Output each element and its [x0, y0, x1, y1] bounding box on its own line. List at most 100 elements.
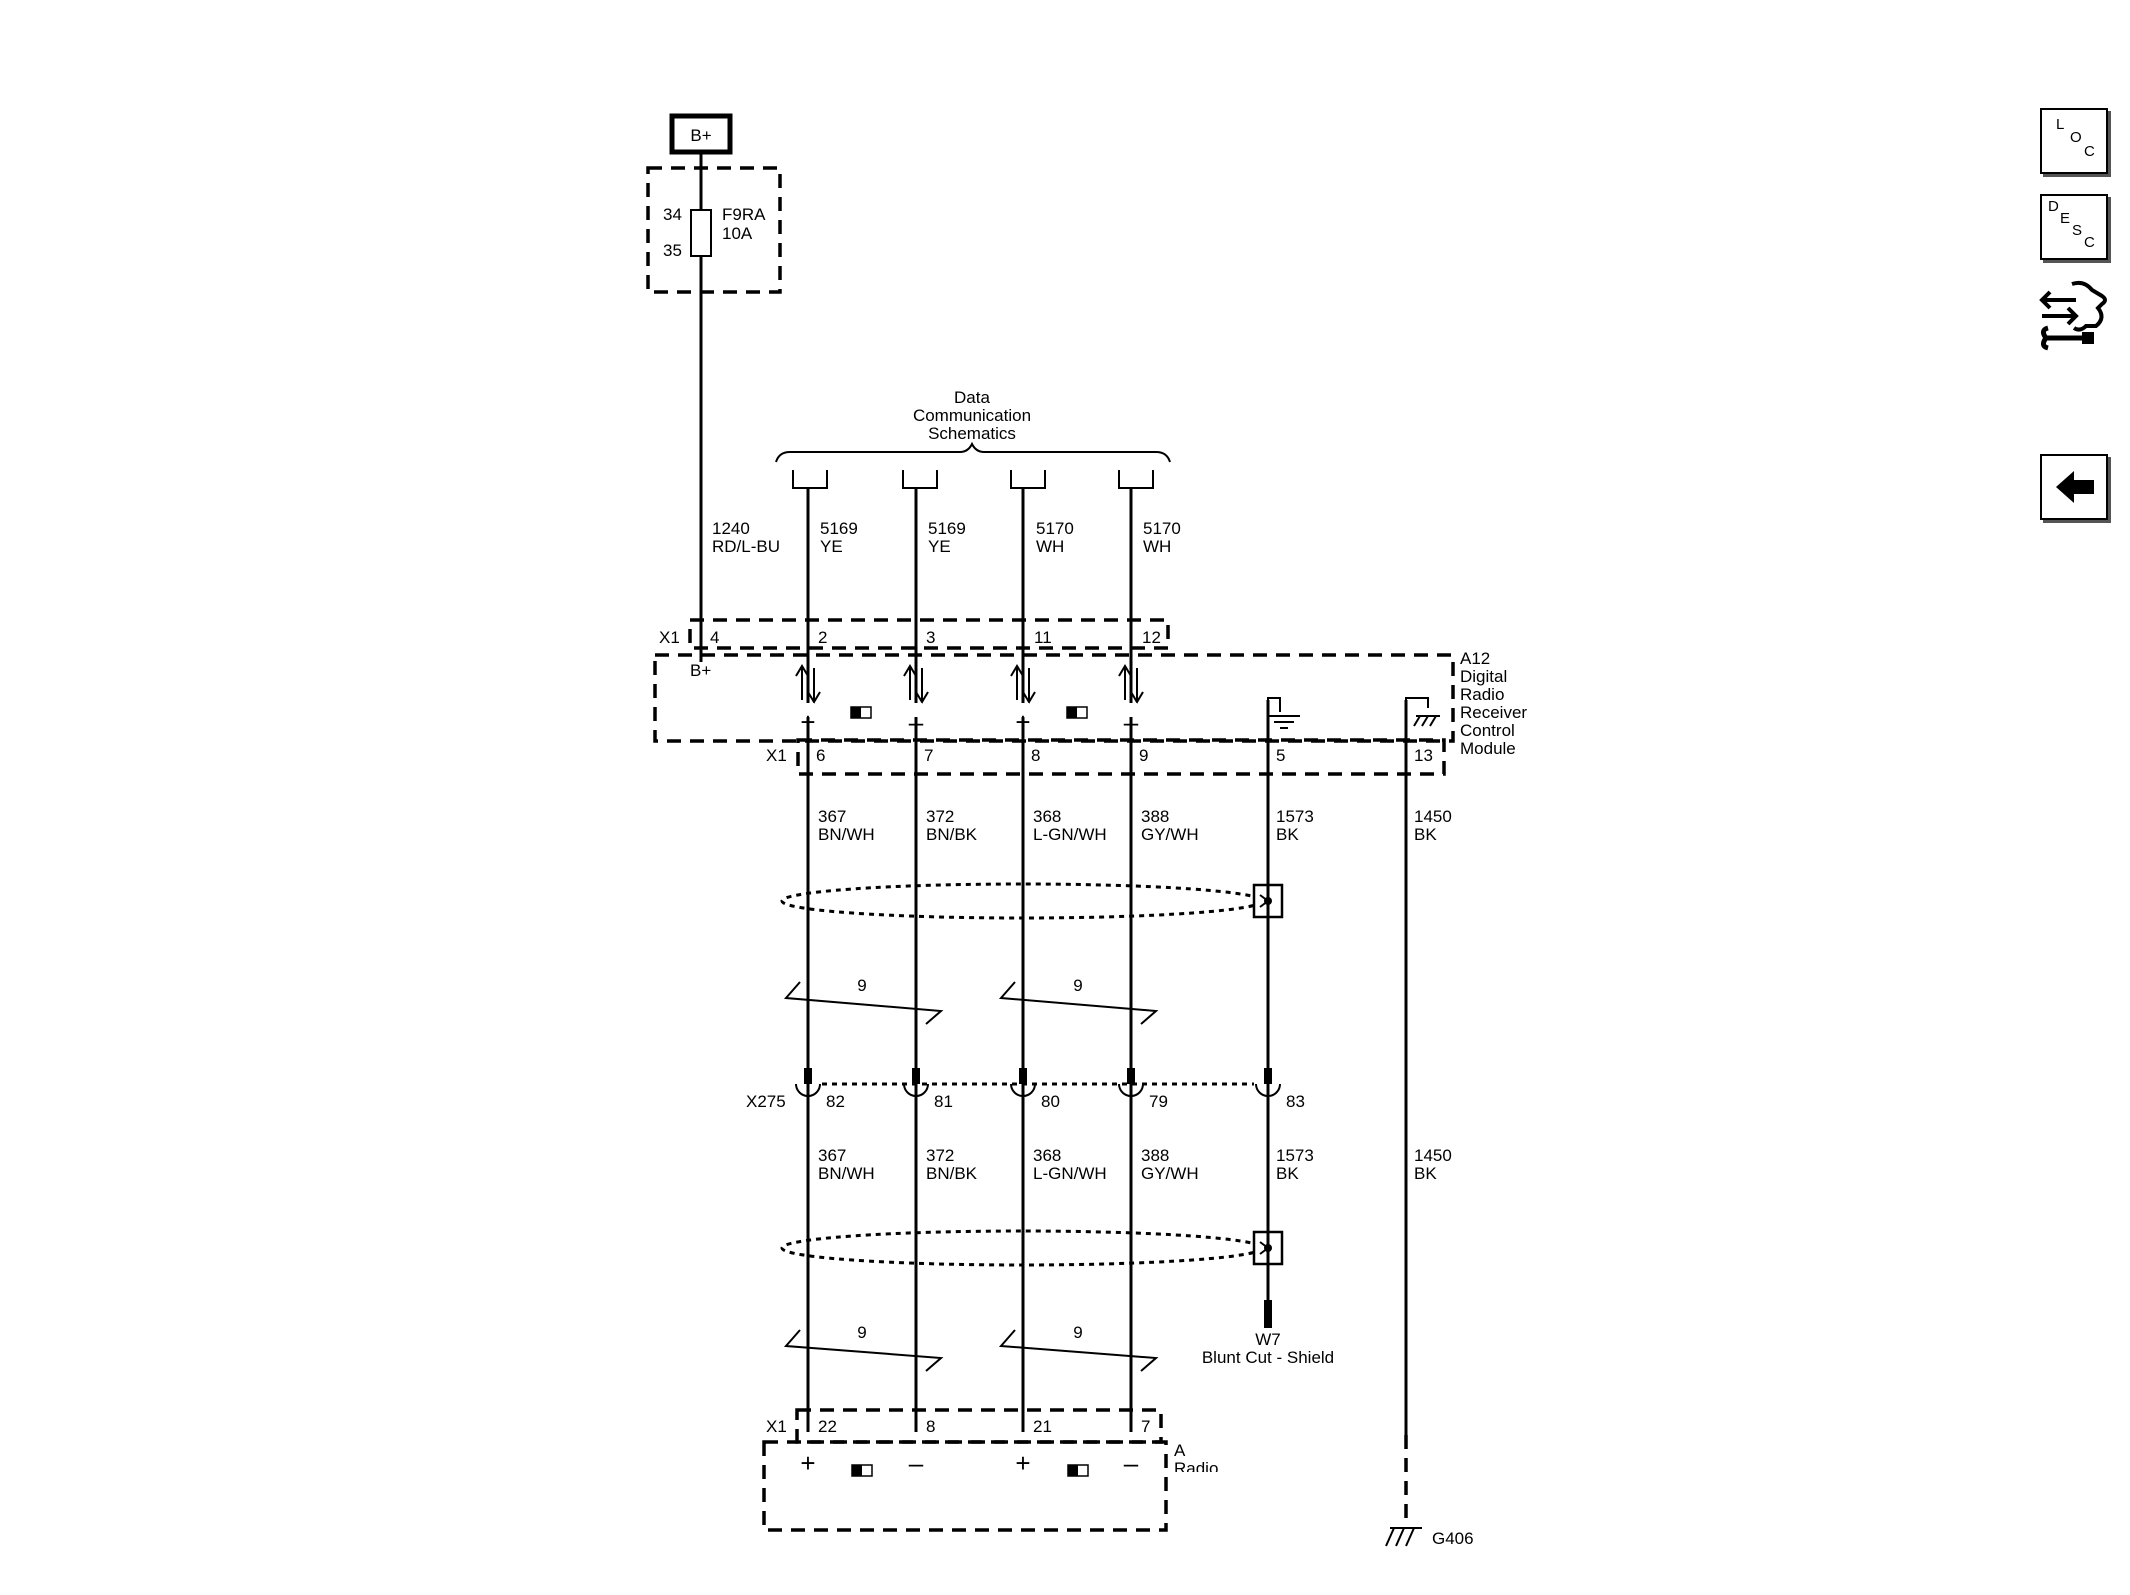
x275-label: X275: [746, 1092, 786, 1111]
low-circuit-368-num: 368: [1033, 1146, 1061, 1165]
radio-pin-22: 22: [818, 1417, 837, 1436]
a12-pin-8: 8: [1031, 746, 1040, 765]
data-link-connector-4[interactable]: [1118, 470, 1154, 489]
location-button[interactable]: L O C: [2040, 108, 2108, 174]
a12-pin-11: 11: [1034, 628, 1052, 647]
chassis-ground-lead: [1405, 697, 1429, 742]
component-swap-button[interactable]: [2036, 274, 2112, 354]
radio-polarity-4: –: [1124, 1448, 1139, 1478]
description-button-letter: C: [2084, 234, 2095, 251]
x275-terminal[interactable]: [903, 1083, 929, 1097]
shield-end-desc: Blunt Cut - Shield: [1202, 1348, 1334, 1367]
x275-terminal[interactable]: [795, 1083, 821, 1097]
bidirectional-arrow-icons: [795, 664, 1144, 704]
a12-polarity-3: +: [1015, 707, 1030, 737]
a12-bplus-label: B+: [690, 661, 711, 680]
circuit-5169-b-color: YE: [928, 537, 951, 556]
radio-pin-8: 8: [926, 1417, 935, 1436]
low-circuit-388-num: 388: [1141, 1146, 1169, 1165]
chassis-ground-g406-icon: [1385, 1527, 1422, 1547]
twist-marker-1: [783, 981, 944, 1025]
mid-circuit-1450-num: 1450: [1414, 807, 1452, 826]
module-a12-connector-bottom-label: X1: [766, 746, 787, 765]
x275-pin-82: 82: [826, 1092, 845, 1111]
x275-pin-79: 79: [1149, 1092, 1168, 1111]
twist-label-1: 9: [857, 976, 866, 995]
module-a12-label-line: Receiver: [1460, 703, 1527, 722]
module-a12-label-line: Module: [1460, 739, 1516, 758]
radio-connector-outline: [795, 1408, 1163, 1444]
module-a12-label-line: Radio: [1460, 685, 1504, 704]
circuit-5170-b-color: WH: [1143, 537, 1171, 556]
x275-terminals[interactable]: [795, 1068, 1281, 1097]
radio-module-outline[interactable]: [762, 1440, 1168, 1532]
fuse-name: F9RA: [722, 205, 766, 224]
module-a12-label: A12 Digital Radio Receiver Control Modul…: [1460, 649, 1527, 758]
x275-terminal[interactable]: [1010, 1083, 1036, 1097]
module-a12-label-line: Digital: [1460, 667, 1507, 686]
description-button-letter: D: [2048, 198, 2059, 215]
signal-ground-icon: [1268, 715, 1300, 729]
data-comm-line1: Data: [954, 388, 990, 407]
a12-pin-5: 5: [1276, 746, 1285, 765]
a12-pin-12: 12: [1142, 628, 1161, 647]
low-circuit-1573-color: BK: [1276, 1164, 1299, 1183]
chassis-ground-icon: [1413, 715, 1440, 727]
x275-terminal[interactable]: [1255, 1083, 1281, 1097]
mid-circuit-1573-color: BK: [1276, 825, 1299, 844]
back-button[interactable]: [2040, 454, 2108, 520]
radio-label-line1: A: [1174, 1441, 1186, 1460]
description-button[interactable]: D E S C: [2040, 194, 2108, 260]
battery-source-label: B+: [690, 126, 711, 145]
location-button-letter: C: [2084, 143, 2095, 160]
circuit-5169-a-color: YE: [820, 537, 843, 556]
mid-circuit-388-color: GY/WH: [1141, 825, 1199, 844]
mid-circuit-1450-color: BK: [1414, 825, 1437, 844]
mid-circuit-367-num: 367: [818, 807, 846, 826]
data-link-connector-1[interactable]: [792, 470, 828, 489]
circuit-1240-num: 1240: [712, 519, 750, 538]
a12-pin-3: 3: [926, 628, 935, 647]
bidirectional-arrow-icon: [903, 664, 929, 704]
x275-pin-81: 81: [934, 1092, 953, 1111]
description-button-letter: S: [2072, 222, 2083, 239]
a12-polarity-4: –: [1124, 707, 1139, 737]
twist-marker-2: [998, 981, 1159, 1025]
circuit-5169-b-num: 5169: [928, 519, 966, 538]
serial-data-icon: [1067, 1464, 1089, 1477]
fuse-pin-in: 34: [663, 205, 682, 224]
low-circuit-1573-num: 1573: [1276, 1146, 1314, 1165]
serial-data-icon: [850, 706, 872, 719]
low-circuit-372-num: 372: [926, 1146, 954, 1165]
data-link-connector-3[interactable]: [1010, 470, 1046, 489]
mid-circuit-1573-num: 1573: [1276, 807, 1314, 826]
data-comm-line3: Schematics: [928, 424, 1016, 443]
twist-label-2: 9: [1073, 976, 1082, 995]
data-link-connector-2[interactable]: [902, 470, 938, 489]
module-a12-outline[interactable]: [653, 653, 1455, 743]
radio-pin-21: 21: [1033, 1417, 1052, 1436]
mid-circuit-372-color: BN/BK: [926, 825, 978, 844]
x275-terminal[interactable]: [1118, 1083, 1144, 1097]
ground-g406-label: G406: [1432, 1529, 1474, 1548]
shield-end-name: W7: [1255, 1330, 1281, 1349]
a12-polarity-1: +: [800, 707, 815, 737]
twist-label-4: 9: [1073, 1323, 1082, 1342]
module-a12-connector-top: [688, 618, 1170, 650]
bidirectional-arrow-icon: [1010, 664, 1036, 704]
radio-pin-7: 7: [1141, 1417, 1150, 1436]
twist-label-3: 9: [857, 1323, 866, 1342]
fuse-rating: 10A: [722, 224, 753, 243]
radio-polarity-3: +: [1015, 1448, 1030, 1478]
low-circuit-367-num: 367: [818, 1146, 846, 1165]
module-a12-connector-top-label: X1: [659, 628, 680, 647]
twist-marker-4: [998, 1329, 1159, 1372]
a12-polarity-2: –: [909, 707, 924, 737]
mid-circuit-368-num: 368: [1033, 807, 1061, 826]
low-circuit-388-color: GY/WH: [1141, 1164, 1199, 1183]
module-a12-connector-bottom: [796, 738, 1446, 776]
circuit-1240-color: RD/L-BU: [712, 537, 780, 556]
mid-circuit-388-num: 388: [1141, 807, 1169, 826]
bidirectional-arrow-icon: [795, 664, 821, 704]
